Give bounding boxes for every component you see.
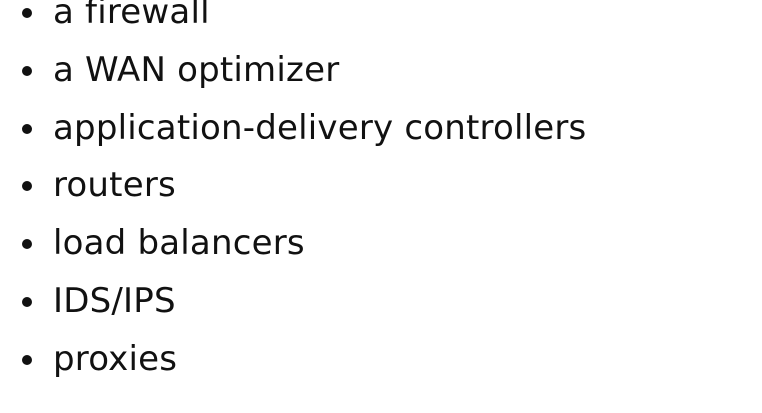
bullet-icon bbox=[22, 296, 32, 307]
bullet-icon bbox=[22, 65, 32, 76]
list-item-text: a WAN optimizer bbox=[53, 49, 340, 90]
list-item-text: a firewall bbox=[53, 0, 210, 32]
list-item-text: IDS/IPS bbox=[53, 280, 176, 321]
list-item-text: proxies bbox=[53, 338, 178, 379]
bullet-icon bbox=[22, 239, 32, 250]
bullet-icon bbox=[22, 181, 32, 192]
list-item-text: application-delivery controllers bbox=[53, 107, 587, 148]
list-item-text: load balancers bbox=[53, 223, 305, 264]
bullet-icon bbox=[22, 123, 32, 134]
bullet-icon bbox=[22, 354, 32, 365]
bullet-icon bbox=[22, 8, 32, 18]
list-item-text: routers bbox=[53, 165, 176, 206]
